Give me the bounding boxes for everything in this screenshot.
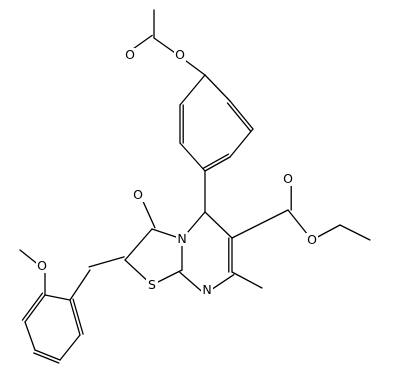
double-bond-ar4-ar5 xyxy=(33,352,60,364)
bond-bz7-bz1 xyxy=(179,74,206,106)
bond-c6-ec xyxy=(231,209,289,239)
atom-label-background xyxy=(201,283,213,297)
bond-exo-ar1 xyxy=(69,269,91,301)
double-bond-bz4-bz5 xyxy=(202,153,230,169)
atom-label-background xyxy=(176,232,188,246)
bond-bz1-bz2 xyxy=(204,74,231,102)
bond-ar4-ar5 xyxy=(34,349,61,361)
atom-label-background xyxy=(124,48,136,62)
atom-label-background xyxy=(306,233,318,247)
bond-ar2-ar3 xyxy=(24,294,46,323)
atom-label-o-ester-ethyl: O xyxy=(307,232,317,247)
bond-ar5-ar6 xyxy=(59,334,81,361)
atom-label-n-ring: N xyxy=(177,231,186,246)
atom-label-o-ketone: O xyxy=(133,187,143,202)
bond-bz3-bz4 xyxy=(229,128,254,158)
atom-label-n-imine: N xyxy=(202,282,211,297)
atom-label-background xyxy=(132,188,144,202)
double-bond-ar2-ar3 xyxy=(21,292,44,321)
double-bond-ar6-ar1 xyxy=(72,298,84,335)
bond-ar3-ar4 xyxy=(24,321,36,351)
bond-c7-me7 xyxy=(231,271,263,289)
atom-label-o-carbonyl-acetyl: O xyxy=(125,47,135,62)
bond-c3-c2 xyxy=(124,228,153,261)
bond-ar6-ar1 xyxy=(69,299,81,336)
bond-ar1-ar2 xyxy=(44,294,71,301)
double-bond-c8a-n8 xyxy=(179,271,204,294)
bond-bz2-bz3 xyxy=(229,100,254,130)
bond-c6-c5 xyxy=(204,211,233,239)
bond-bz5-bz6 xyxy=(179,142,206,172)
atom-label-o-ester-acetyl: O xyxy=(175,47,185,62)
atom-label-background xyxy=(146,278,158,292)
atom-label-background xyxy=(36,259,48,273)
bond-ec1-ec2 xyxy=(339,224,371,241)
atom-label-o-carbonyl-ester: O xyxy=(283,171,293,186)
double-bond-bz2-bz3 xyxy=(226,102,252,132)
double-bond-c2-exo xyxy=(88,256,125,268)
atom-label-s-ring: S xyxy=(148,277,156,292)
atom-label-background xyxy=(282,172,294,186)
atom-label-layer: O O O O O O N N S xyxy=(36,47,318,297)
bond-bz4-bz5 xyxy=(204,156,231,172)
atom-label-o-methoxy: O xyxy=(37,258,47,273)
atom-label-background xyxy=(174,48,186,62)
bond-layer xyxy=(19,9,371,364)
